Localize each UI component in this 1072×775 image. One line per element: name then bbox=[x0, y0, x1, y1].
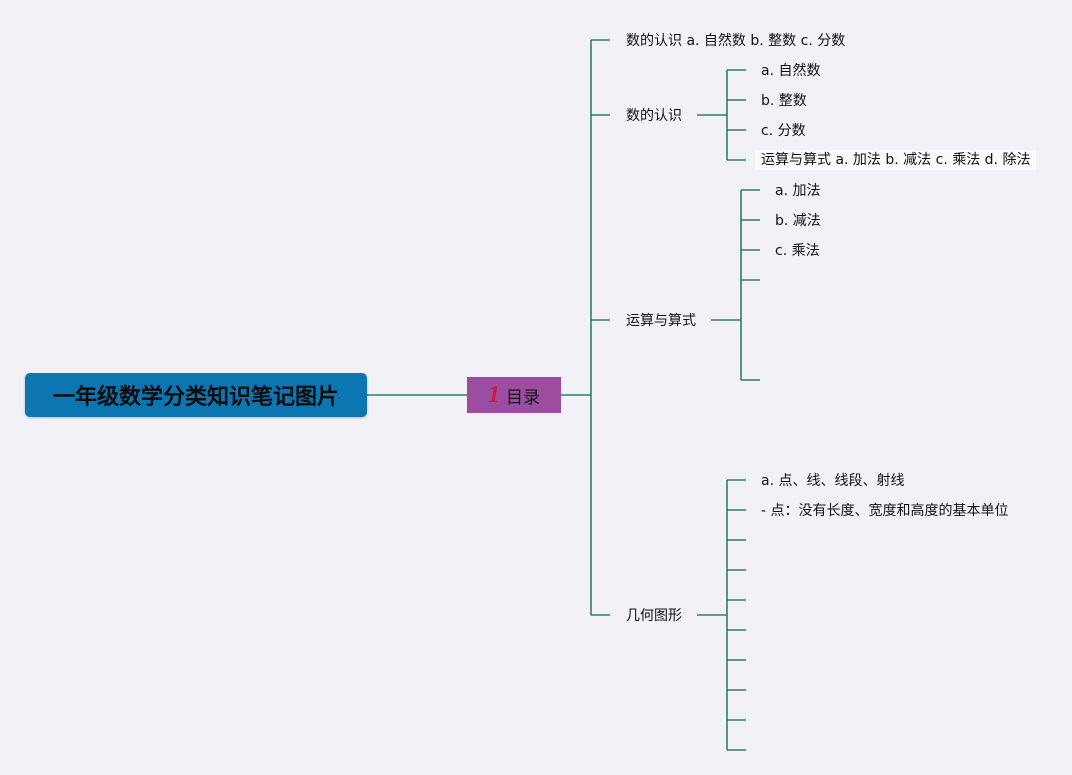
root-node-label: 一年级数学分类知识笔记图片 bbox=[52, 385, 339, 410]
operations-node[interactable]: 运算与算式 bbox=[626, 312, 696, 330]
number-recognition-child-node[interactable]: b. 整数 bbox=[761, 92, 807, 110]
number-recognition-child-node[interactable]: 运算与算式 a. 加法 b. 减法 c. 乘法 d. 除法 bbox=[755, 150, 1037, 170]
geometry-child-label: - 点：没有长度、宽度和高度的基本单位 bbox=[761, 503, 1009, 519]
number-recognition-child-node[interactable]: a. 自然数 bbox=[761, 62, 820, 80]
number-recognition-child-label: c. 分数 bbox=[761, 123, 806, 139]
operations-child-label: b. 减法 bbox=[775, 213, 821, 229]
geometry-child-label: a. 点、线、线段、射线 bbox=[761, 473, 905, 489]
root-node[interactable]: 一年级数学分类知识笔记图片 bbox=[25, 373, 367, 417]
operations-label: 运算与算式 bbox=[626, 313, 696, 329]
operations-child-label: a. 加法 bbox=[775, 183, 821, 199]
geometry-label: 几何图形 bbox=[626, 608, 682, 624]
toc-label: 目录 bbox=[506, 387, 540, 408]
number-recognition-label: 数的认识 bbox=[626, 108, 682, 124]
summary-number-recognition-node[interactable]: 数的认识 a. 自然数 b. 整数 c. 分数 bbox=[626, 32, 845, 50]
number-recognition-child-label: b. 整数 bbox=[761, 93, 807, 109]
operations-child-node[interactable]: a. 加法 bbox=[775, 182, 820, 200]
number-recognition-node[interactable]: 数的认识 bbox=[626, 107, 682, 125]
geometry-node[interactable]: 几何图形 bbox=[626, 607, 682, 625]
operations-child-node[interactable]: b. 减法 bbox=[775, 212, 821, 230]
geometry-child-node[interactable]: a. 点、线、线段、射线 bbox=[761, 472, 904, 490]
summary-number-recognition-label: 数的认识 a. 自然数 b. 整数 c. 分数 bbox=[626, 33, 846, 49]
geometry-child-node[interactable]: - 点：没有长度、宽度和高度的基本单位 bbox=[761, 502, 1009, 520]
toc-number-badge: 1 bbox=[488, 381, 500, 408]
toc-node[interactable]: 1 目录 bbox=[467, 377, 561, 413]
number-recognition-child-node[interactable]: c. 分数 bbox=[761, 122, 806, 140]
operations-child-node[interactable]: c. 乘法 bbox=[775, 242, 820, 260]
number-recognition-child-label: a. 自然数 bbox=[761, 63, 821, 79]
operations-child-label: c. 乘法 bbox=[775, 243, 820, 259]
number-recognition-child-label: 运算与算式 a. 加法 b. 减法 c. 乘法 d. 除法 bbox=[755, 150, 1037, 170]
